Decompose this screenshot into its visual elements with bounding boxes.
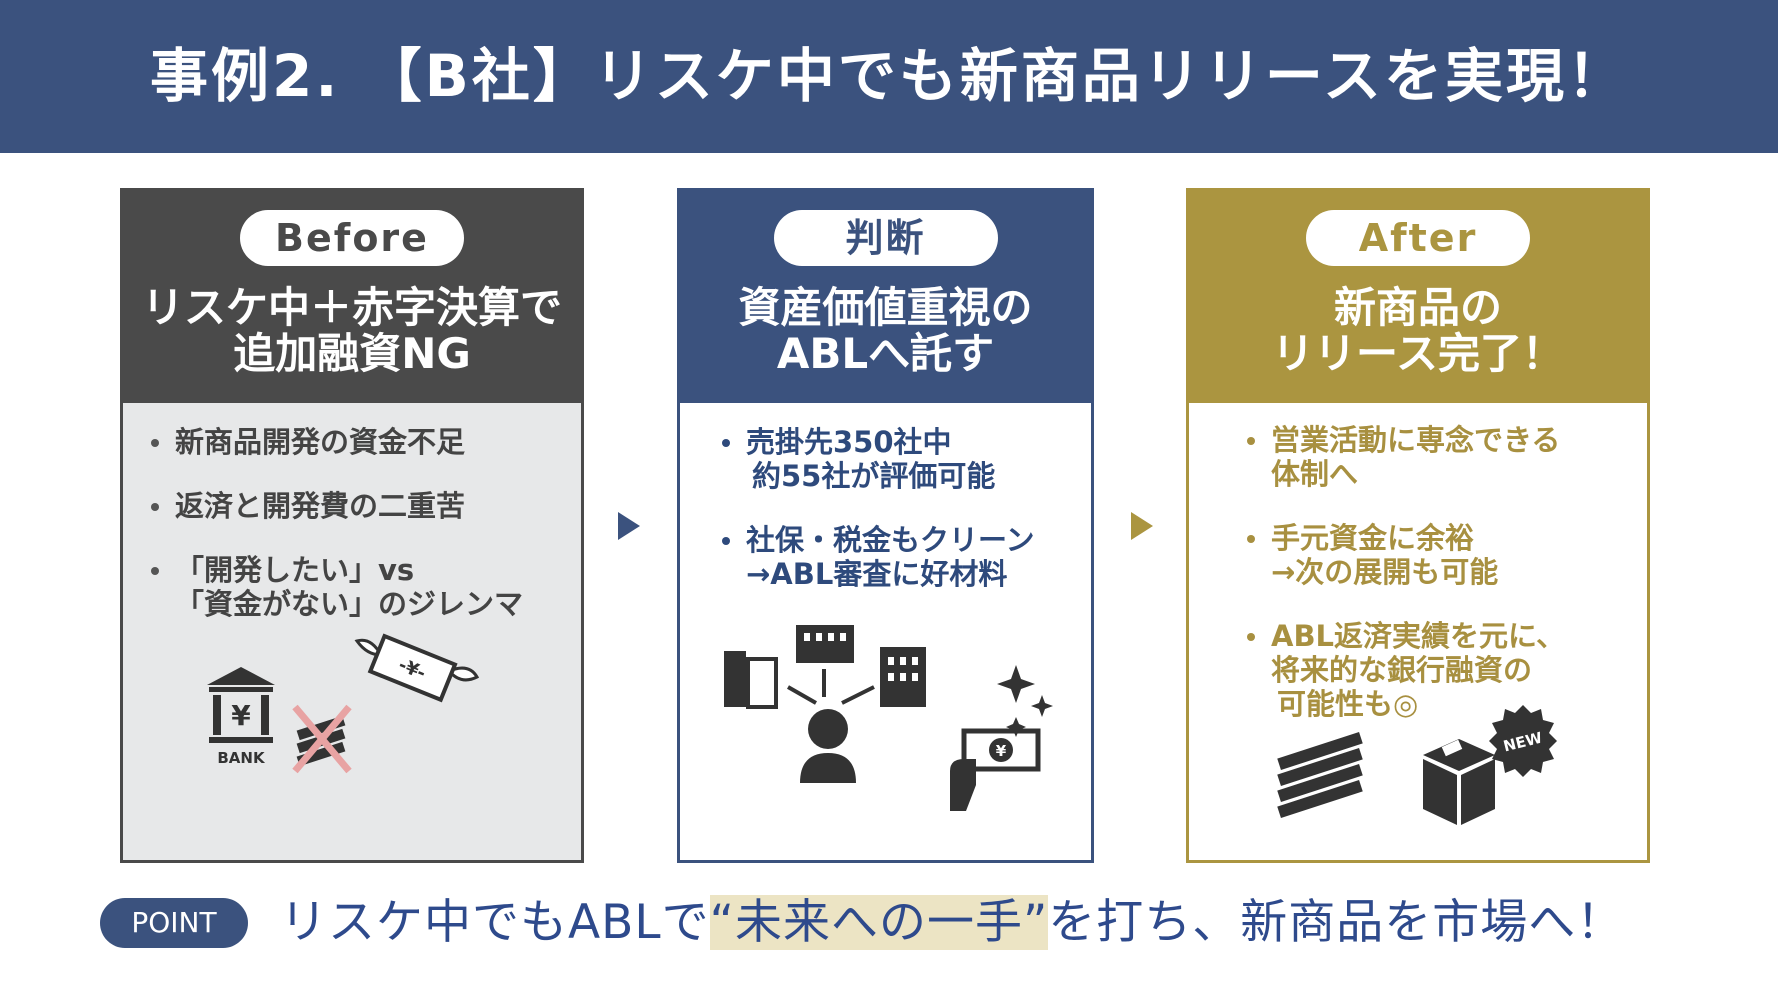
after-card: After 新商品の リリース完了！ 営業活動に専念できる 体制へ 手元資金に余…: [1186, 188, 1650, 863]
bullet-text: 将来的な銀行融資の: [1271, 653, 1533, 687]
box-icon: [1423, 739, 1495, 825]
after-illustration: NEW: [1277, 705, 1557, 825]
after-card-header: After 新商品の リリース完了！: [1189, 191, 1647, 403]
after-label: After: [1306, 210, 1530, 266]
list-item: 返済と開発費の二重苦: [147, 489, 567, 523]
list-item: 手元資金に余裕 →次の展開も可能: [1243, 521, 1633, 589]
after-card-body: 営業活動に専念できる 体制へ 手元資金に余裕 →次の展開も可能 ABL返済実績を…: [1189, 403, 1647, 860]
arrow-right-icon: [1131, 512, 1153, 540]
before-headline: リスケ中＋赤字決算で 追加融資NG: [123, 285, 581, 377]
bullet-text: 約55社が評価可能: [752, 459, 996, 493]
sparkle-icon: [997, 665, 1053, 737]
new-badge-icon: NEW: [1489, 705, 1557, 777]
flying-money-icon: -¥-: [354, 633, 480, 703]
judgment-card: 判断 資産価値重視の ABLへ託す 売掛先350社中 約55社が評価可能 社保・…: [677, 188, 1094, 863]
point-text-lead: リスケ中でもABLで: [280, 895, 710, 950]
after-headline-line: 新商品の: [1333, 283, 1502, 332]
judgment-card-header: 判断 資産価値重視の ABLへ託す: [680, 191, 1091, 403]
bullet-text: 体制へ: [1271, 457, 1359, 491]
judgment-label: 判断: [773, 210, 998, 266]
money-crossed-icon: [292, 704, 352, 774]
before-card-header: Before リスケ中＋赤字決算で 追加融資NG: [123, 191, 581, 403]
judgment-bullet-list: 売掛先350社中 約55社が評価可能 社保・税金もクリーン →ABL審査に好材料: [718, 425, 1077, 591]
person-icon: [787, 669, 875, 783]
buildings-icon: [724, 625, 926, 709]
list-item: ABL返済実績を元に、 将来的な銀行融資の 可能性も◎: [1243, 619, 1633, 721]
before-headline-line: 追加融資NG: [233, 329, 471, 378]
point-badge: POINT: [100, 898, 248, 948]
list-item: 新商品開発の資金不足: [147, 425, 567, 459]
bullet-text: 手元資金に余裕: [1271, 521, 1475, 555]
judgment-illustration: ¥: [724, 625, 1053, 811]
before-bullet-list: 新商品開発の資金不足 返済と開発費の二重苦 「開発したい」vs 「資金がない」の…: [147, 425, 567, 621]
svg-text:¥: ¥: [996, 742, 1007, 760]
list-item: 営業活動に専念できる 体制へ: [1243, 423, 1633, 491]
bullet-text: 可能性も◎: [1277, 687, 1419, 721]
bank-icon: ¥ BANK: [207, 667, 275, 767]
bullet-text: →ABL審査に好材料: [746, 557, 1008, 591]
bullet-text: 「資金がない」のジレンマ: [175, 587, 524, 621]
bullet-text: →次の展開も可能: [1271, 555, 1499, 589]
bullet-text: 売掛先350社中: [746, 425, 952, 459]
arrow-right-icon: [618, 512, 640, 540]
title-banner: 事例2. 【B社】リスケ中でも新商品リリースを実現！: [0, 0, 1778, 153]
bullet-text: 「開発したい」vs: [175, 553, 415, 587]
bullet-text: 社保・税金もクリーン: [746, 523, 1035, 557]
list-item: 「開発したい」vs 「資金がない」のジレンマ: [147, 553, 567, 621]
after-headline: 新商品の リリース完了！: [1189, 285, 1647, 377]
money-stack-icon: [1277, 732, 1363, 818]
svg-text:¥: ¥: [231, 699, 251, 732]
list-item: 売掛先350社中 約55社が評価可能: [718, 425, 1077, 493]
after-bullet-list: 営業活動に専念できる 体制へ 手元資金に余裕 →次の展開も可能 ABL返済実績を…: [1243, 423, 1633, 721]
bullet-text: ABL返済実績を元に、: [1271, 619, 1566, 653]
bullet-text: 営業活動に専念できる: [1271, 423, 1561, 457]
judgment-card-body: 売掛先350社中 約55社が評価可能 社保・税金もクリーン →ABL審査に好材料: [680, 403, 1091, 860]
before-card-body: 新商品開発の資金不足 返済と開発費の二重苦 「開発したい」vs 「資金がない」の…: [123, 403, 581, 860]
point-message: リスケ中でもABLで“未来への一手”を打ち、新商品を市場へ！: [280, 890, 1624, 956]
before-label: Before: [240, 210, 464, 266]
page-title: 事例2. 【B社】リスケ中でも新商品リリースを実現！: [150, 42, 1628, 110]
judgment-headline-line: 資産価値重視の: [738, 283, 1033, 332]
before-headline-line: リスケ中＋赤字決算で: [141, 283, 562, 332]
before-illustration: ¥ BANK -¥-: [207, 633, 480, 774]
svg-text:BANK: BANK: [217, 749, 266, 767]
point-text-highlight: “未来への一手”: [709, 895, 1049, 950]
before-card: Before リスケ中＋赤字決算で 追加融資NG 新商品開発の資金不足 返済と開…: [120, 188, 584, 863]
bullet-text: 新商品開発の資金不足: [175, 425, 466, 459]
point-text-tail: を打ち、新商品を市場へ！: [1048, 895, 1625, 950]
bullet-text: 返済と開発費の二重苦: [175, 489, 466, 523]
list-item: 社保・税金もクリーン →ABL審査に好材料: [718, 523, 1077, 591]
after-headline-line: リリース完了！: [1272, 329, 1564, 378]
hand-money-icon: ¥: [950, 728, 1041, 811]
judgment-headline-line: ABLへ託す: [776, 329, 995, 378]
judgment-headline: 資産価値重視の ABLへ託す: [680, 285, 1091, 377]
